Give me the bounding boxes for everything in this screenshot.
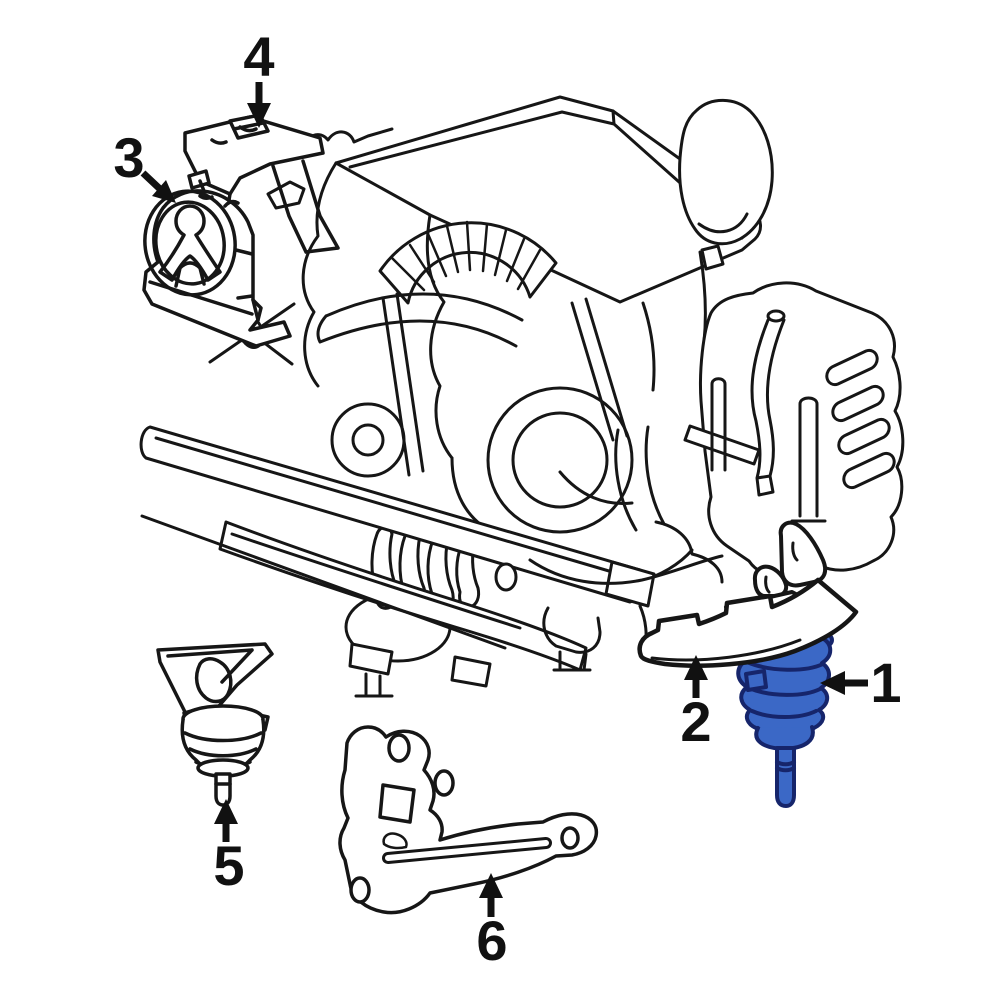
block-rib <box>825 348 879 387</box>
plate-hole <box>433 769 455 797</box>
plate-hole <box>387 733 411 763</box>
engine-strap <box>683 424 761 466</box>
callout-3: 3 <box>113 126 176 203</box>
valve-cover-ridges <box>348 109 744 240</box>
intake-box <box>678 98 774 246</box>
subframe-foot <box>348 642 394 676</box>
callouts: 1 2 3 4 5 6 <box>113 25 901 972</box>
subframe-lower-line <box>230 532 522 630</box>
mount-side-panel <box>234 248 254 300</box>
part-3-front-engine-mount <box>142 189 292 348</box>
part-2-support-bracket-group <box>637 520 859 668</box>
timing-cover-ribs <box>390 220 542 292</box>
block-rib <box>842 451 896 490</box>
mount-ear-short <box>752 564 789 598</box>
callout-1: 1 <box>820 651 902 714</box>
ribbed-timing-cover <box>378 221 558 305</box>
callout-5-arrowhead <box>214 799 238 824</box>
bracket-top-face <box>183 115 325 196</box>
engine-hoses <box>558 425 666 532</box>
callout-4-arrowhead <box>247 103 271 128</box>
callout-3-arrow-line <box>140 170 163 192</box>
subframe-foot-detail <box>354 672 394 698</box>
frame-diagonal-line <box>140 514 507 650</box>
engine-left-contour <box>301 161 338 388</box>
bracket-face-curve <box>210 125 258 145</box>
crank-pulley-inner <box>511 411 609 509</box>
callout-3-label: 3 <box>113 126 144 189</box>
plate-slot-inner <box>385 840 549 861</box>
plate-bean-detail <box>382 832 408 850</box>
bracket-legs <box>198 159 340 254</box>
plate-outline <box>338 725 599 915</box>
block-rib <box>831 384 885 423</box>
valve-cover <box>334 95 762 304</box>
plate-hole <box>349 876 371 904</box>
subframe-beam-inner-line <box>154 436 628 578</box>
callout-4-label: 4 <box>243 25 274 88</box>
callout-4: 4 <box>243 25 275 128</box>
plate-hole <box>560 826 580 850</box>
mount-ear-short-slot <box>764 575 771 594</box>
engine-rods <box>381 292 629 477</box>
idler-pulley-outline <box>330 402 406 478</box>
mount-rubber-arch <box>174 261 206 288</box>
bracket-tab <box>187 169 211 190</box>
crank-pulley-outline <box>486 386 634 534</box>
crescent-inner-line <box>650 638 802 662</box>
engine-detail-line <box>266 180 306 210</box>
idler-pulley-inner <box>351 423 385 457</box>
mount-ring-inner <box>154 200 226 286</box>
callout-2-label: 2 <box>680 690 711 753</box>
callout-2-arrowhead <box>684 655 708 680</box>
callout-1-label: 1 <box>870 651 901 714</box>
callout-5-label: 5 <box>213 834 244 897</box>
crescent-support-bracket <box>637 577 859 668</box>
callout-3-arrowhead <box>152 180 176 203</box>
mount-stud <box>214 772 232 807</box>
engine-left-contour <box>425 213 454 460</box>
callout-6-label: 6 <box>476 909 507 972</box>
intake-box-inner-line <box>697 212 749 234</box>
mount-rubber-wishbone <box>158 204 222 282</box>
mount-ear-tall <box>778 520 828 588</box>
blue-mount-skirt <box>754 725 815 751</box>
subframe-beam-upper <box>139 425 653 604</box>
blue-mount-stud <box>775 746 796 808</box>
block-ladder-detail <box>790 396 827 523</box>
block-rib <box>837 417 891 456</box>
dipstick-tube <box>750 309 786 497</box>
engine-detail-line <box>316 292 524 348</box>
bottom-bracket-u <box>542 606 602 672</box>
callout-6: 6 <box>476 873 508 972</box>
mount-top-tick <box>198 194 240 208</box>
callout-1-arrowhead <box>820 671 845 695</box>
plate-square-hole <box>378 783 416 824</box>
callout-2: 2 <box>680 655 712 753</box>
subframe-hole <box>494 562 518 592</box>
callout-6-arrowhead <box>479 873 503 898</box>
blue-mount-stud-collar <box>775 760 796 773</box>
blue-mount-notch <box>744 669 768 692</box>
mount-ear-tall-slot <box>791 541 799 562</box>
engine-tube <box>710 377 727 472</box>
mount-funnel-rubber <box>194 657 233 704</box>
part-5-lower-engine-mount <box>156 642 274 807</box>
mount-funnel-inner <box>166 648 254 684</box>
engine-line-art <box>139 95 905 698</box>
engine-detail-line <box>700 244 725 271</box>
mount-ring-outer <box>143 189 237 297</box>
part-6-mount-bracket-plate <box>338 725 599 915</box>
subframe-foot <box>450 655 492 688</box>
callout-5: 5 <box>213 799 245 897</box>
